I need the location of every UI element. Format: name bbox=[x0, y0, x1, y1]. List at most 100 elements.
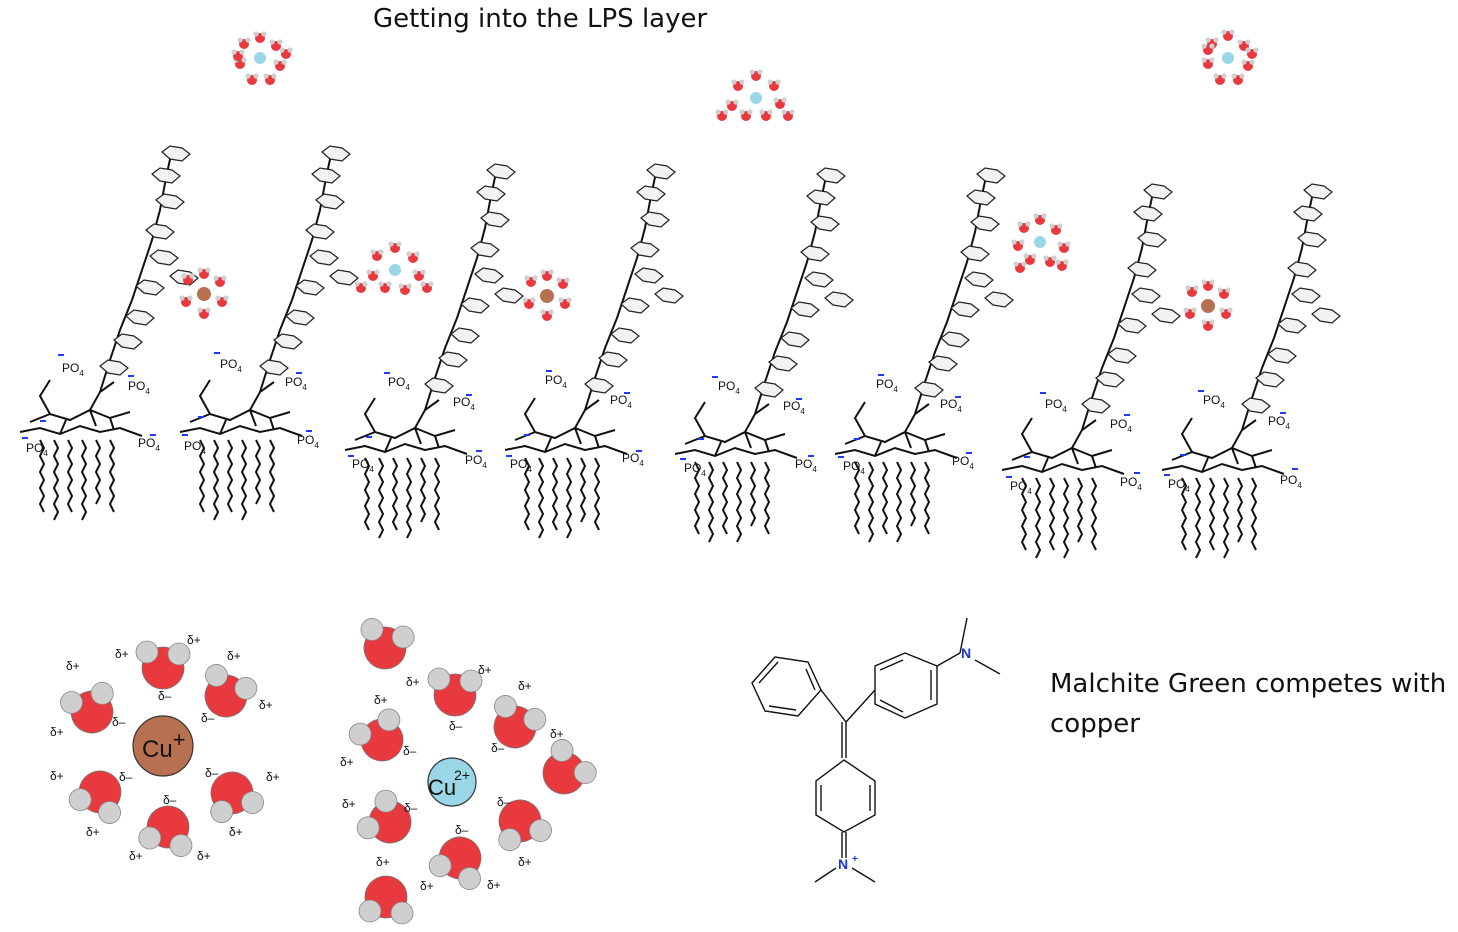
phosphate-label: PO4 bbox=[1268, 414, 1290, 431]
svg-text:PO4: PO4 bbox=[940, 397, 962, 414]
delta-minus-label: δ– bbox=[455, 823, 469, 837]
delta-minus-label: δ– bbox=[119, 770, 133, 784]
hydrated-cu2-cluster bbox=[354, 241, 434, 295]
svg-text:PO4: PO4 bbox=[510, 457, 532, 474]
phosphate-label: PO4 bbox=[388, 375, 410, 392]
svg-text:PO4: PO4 bbox=[220, 357, 242, 374]
svg-text:PO4: PO4 bbox=[1280, 473, 1302, 490]
phosphate-label: PO4 bbox=[62, 361, 84, 378]
delta-minus-label: δ– bbox=[163, 793, 177, 807]
svg-text:PO4: PO4 bbox=[453, 395, 475, 412]
cu2-hydration-complex: Cu2+ δ+ δ+ δ– δ+ δ+ δ– δ+ δ– δ+ δ+ δ– δ+… bbox=[340, 616, 603, 925]
hydrated-cu2-cluster bbox=[231, 31, 293, 85]
svg-text:PO4: PO4 bbox=[876, 377, 898, 394]
caption-line-2: copper bbox=[1050, 709, 1140, 739]
phosphate-label: PO4 bbox=[510, 457, 532, 474]
svg-text:Cu2+: Cu2+ bbox=[428, 767, 470, 800]
phosphate-label: PO4 bbox=[1120, 475, 1142, 492]
phosphate-label: PO4 bbox=[184, 439, 206, 456]
delta-plus-label: δ+ bbox=[86, 825, 100, 839]
svg-text:PO4: PO4 bbox=[465, 453, 487, 470]
lps-molecule-7 bbox=[1002, 184, 1180, 558]
svg-text:PO4: PO4 bbox=[26, 441, 48, 458]
phosphate-label: PO4 bbox=[1203, 393, 1225, 410]
lps-molecule-6 bbox=[835, 168, 1013, 542]
delta-minus-label: δ– bbox=[112, 715, 126, 729]
delta-plus-label: δ+ bbox=[518, 855, 532, 869]
delta-plus-label: δ+ bbox=[518, 679, 532, 693]
phosphate-label: PO4 bbox=[952, 454, 974, 471]
phosphate-label: PO4 bbox=[453, 395, 475, 412]
delta-plus-label: δ+ bbox=[187, 633, 201, 647]
cu1-hydration-complex: Cu+ δ+ δ+ δ– δ+ δ+ δ– δ+ δ– δ+ δ+ δ– δ+ … bbox=[50, 633, 280, 863]
svg-text:PO4: PO4 bbox=[352, 457, 374, 474]
hydrated-cu1-cluster bbox=[1183, 279, 1233, 331]
svg-text:Cu+: Cu+ bbox=[142, 727, 186, 763]
svg-text:PO4: PO4 bbox=[1110, 417, 1132, 434]
negative-charge-marks bbox=[22, 352, 1298, 478]
svg-text:PO4: PO4 bbox=[297, 433, 319, 450]
svg-text:PO4: PO4 bbox=[1268, 414, 1290, 431]
phosphate-label: PO4 bbox=[876, 377, 898, 394]
lps-molecule-2 bbox=[180, 146, 358, 520]
delta-plus-label: δ+ bbox=[129, 849, 143, 863]
svg-text:PO4: PO4 bbox=[952, 454, 974, 471]
lps-molecule-8 bbox=[1162, 184, 1340, 558]
svg-text:PO4: PO4 bbox=[1045, 397, 1067, 414]
phosphate-label: PO4 bbox=[1045, 397, 1067, 414]
phosphate-label: PO4 bbox=[940, 397, 962, 414]
hydrated-cu1-cluster bbox=[522, 269, 572, 321]
delta-plus-label: δ+ bbox=[50, 769, 64, 783]
phosphate-label: PO4 bbox=[783, 399, 805, 416]
caption-line-1: Malchite Green competes with bbox=[1050, 669, 1447, 699]
delta-minus-label: δ– bbox=[158, 689, 172, 703]
delta-minus-label: δ– bbox=[491, 741, 505, 755]
delta-plus-label: δ+ bbox=[376, 855, 390, 869]
delta-plus-label: δ+ bbox=[66, 659, 80, 673]
cu2-ion: Cu2+ bbox=[427, 757, 477, 807]
delta-plus-label: δ+ bbox=[229, 825, 243, 839]
svg-text:PO4: PO4 bbox=[783, 399, 805, 416]
svg-text:PO4: PO4 bbox=[128, 379, 150, 396]
phosphate-label: PO4 bbox=[610, 393, 632, 410]
phosphate-label: PO4 bbox=[1280, 473, 1302, 490]
delta-plus-label: δ+ bbox=[197, 849, 211, 863]
hydrated-cu2-cluster bbox=[715, 69, 795, 121]
delta-plus-label: δ+ bbox=[227, 649, 241, 663]
delta-plus-label: δ+ bbox=[340, 755, 354, 769]
delta-minus-label: δ– bbox=[205, 766, 219, 780]
phosphate-label: PO4 bbox=[138, 436, 160, 453]
phosphate-label: PO4 bbox=[352, 457, 374, 474]
hydrated-cu1-cluster bbox=[179, 267, 229, 319]
delta-minus-label: δ– bbox=[403, 744, 417, 758]
delta-plus-label: δ+ bbox=[259, 698, 273, 712]
phosphate-label: PO4 bbox=[1010, 479, 1032, 496]
delta-plus-label: δ+ bbox=[478, 663, 492, 677]
diagram-title: Getting into the LPS layer bbox=[373, 4, 708, 34]
svg-text:PO4: PO4 bbox=[62, 361, 84, 378]
phosphate-label: PO4 bbox=[684, 461, 706, 478]
hydrated-cu2-cluster bbox=[1011, 213, 1071, 273]
phosphate-label: PO4 bbox=[465, 453, 487, 470]
malachite-green-structure bbox=[751, 617, 1001, 883]
svg-text:PO4: PO4 bbox=[184, 439, 206, 456]
phosphate-label: PO4 bbox=[1110, 417, 1132, 434]
phosphate-label: PO4 bbox=[1168, 477, 1190, 494]
delta-plus-label: δ+ bbox=[420, 879, 434, 893]
svg-text:PO4: PO4 bbox=[138, 436, 160, 453]
phosphate-label: PO4 bbox=[128, 379, 150, 396]
phosphate-label: PO4 bbox=[297, 433, 319, 450]
svg-text:PO4: PO4 bbox=[1203, 393, 1225, 410]
malachite-green-labels: N N + bbox=[838, 645, 971, 872]
delta-plus-label: δ+ bbox=[266, 770, 280, 784]
delta-plus-label: δ+ bbox=[374, 693, 388, 707]
phosphate-label: PO4 bbox=[545, 373, 567, 390]
phosphate-label: PO4 bbox=[220, 357, 242, 374]
hydrated-cu2-cluster bbox=[1201, 29, 1259, 85]
iminium-nitrogen-label: N bbox=[838, 856, 848, 872]
cu1-ion: Cu+ bbox=[132, 715, 194, 777]
delta-plus-label: δ+ bbox=[406, 675, 420, 689]
lps-molecule-3 bbox=[345, 164, 523, 538]
delta-plus-label: δ+ bbox=[115, 647, 129, 661]
